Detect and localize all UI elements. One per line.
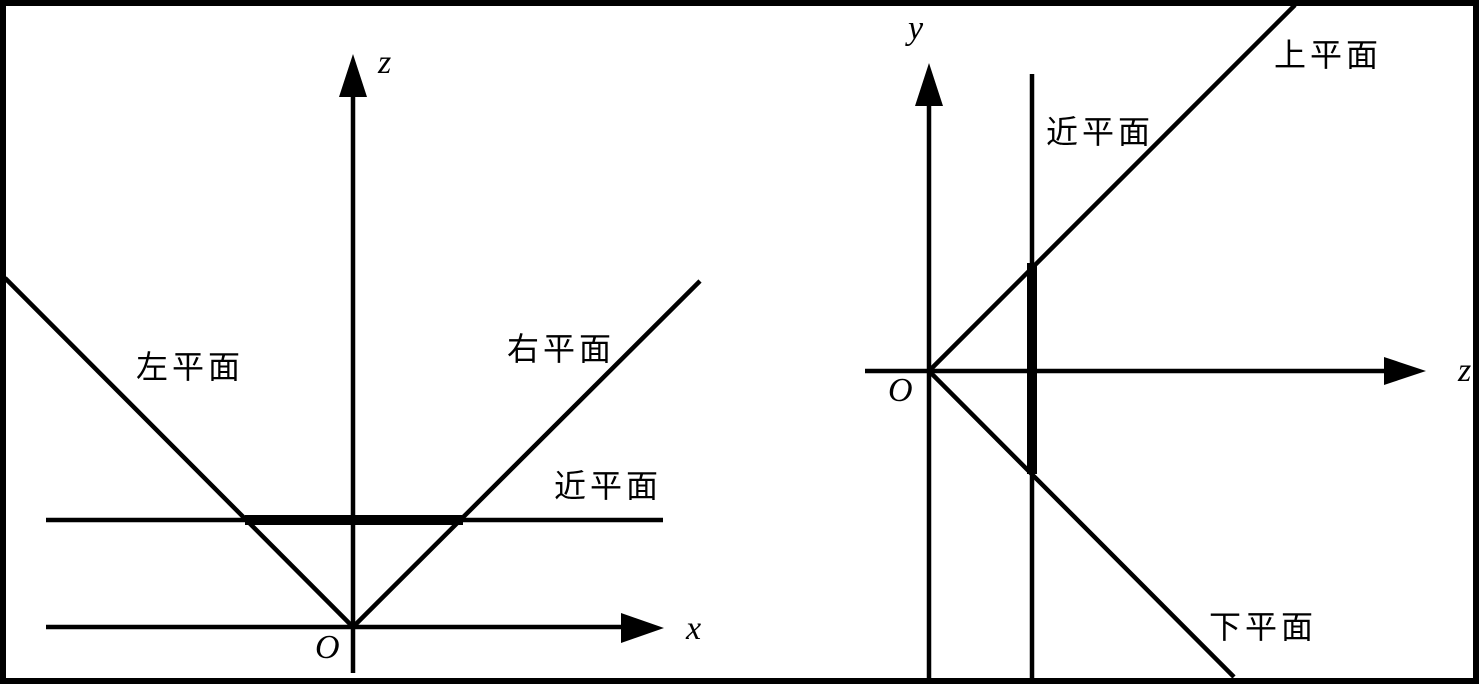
right-y-axis-label: y — [908, 10, 924, 47]
right-z-axis-label: z — [1458, 352, 1472, 389]
right-y-axis-arrowhead-icon — [915, 63, 943, 106]
left-z-axis-arrowhead-icon — [339, 54, 367, 97]
left-plane-line — [6, 276, 355, 629]
top-plane-line — [927, 6, 1297, 373]
left-z-axis-label: z — [378, 44, 392, 81]
left-x-axis-arrowhead-icon — [621, 613, 664, 643]
left-diagram — [6, 54, 702, 673]
right-origin-label: O — [888, 372, 913, 409]
right-plane-line — [351, 279, 702, 629]
top-plane-label: 上平面 — [1274, 37, 1383, 73]
bottom-plane-line — [927, 369, 1236, 678]
right-diagram — [865, 6, 1426, 678]
left-origin-label: O — [315, 629, 340, 666]
left-plane-label: 左平面 — [136, 349, 245, 385]
right-near-plane-label: 近平面 — [1046, 114, 1155, 150]
left-x-axis-label: x — [686, 610, 702, 647]
right-plane-label: 右平面 — [507, 331, 616, 367]
left-near-plane-label: 近平面 — [554, 468, 663, 504]
bottom-plane-label: 下平面 — [1209, 609, 1318, 645]
right-z-axis-arrowhead-icon — [1384, 357, 1426, 385]
